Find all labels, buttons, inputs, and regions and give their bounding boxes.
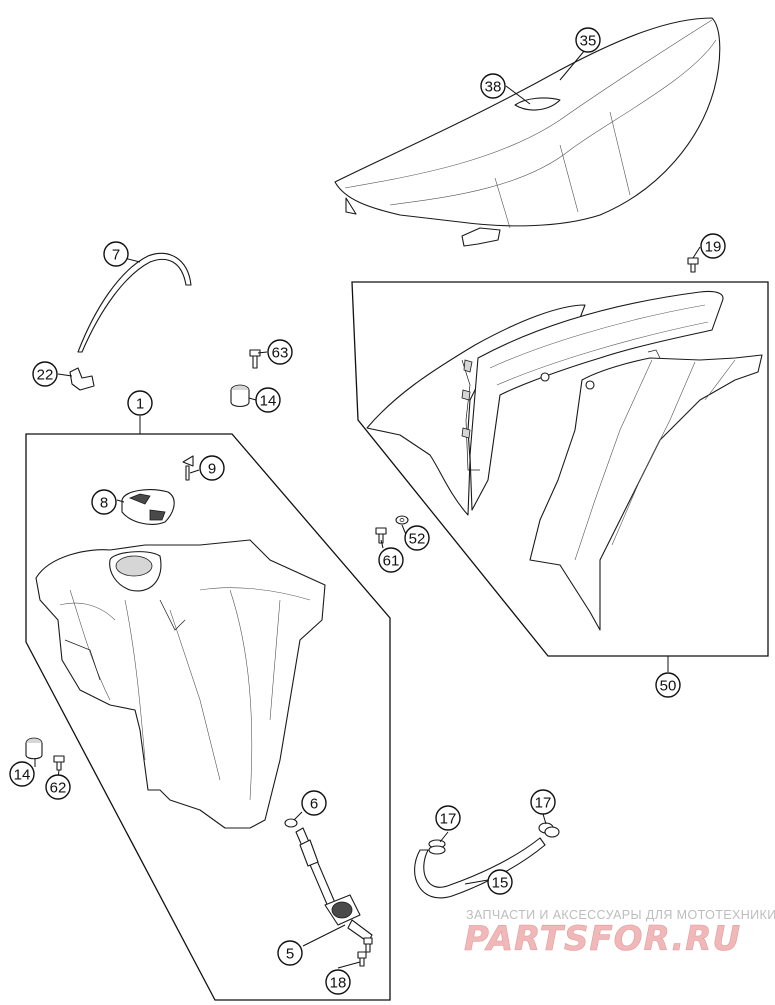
svg-text:61: 61 bbox=[383, 553, 400, 570]
callout-1: 1 bbox=[127, 390, 153, 416]
watermark-tagline: ЗАПЧАСТИ И АКСЕССУАРЫ ДЛЯ МОТОТЕХНИКИ bbox=[466, 908, 775, 922]
svg-text:17: 17 bbox=[535, 795, 552, 812]
callout-19: 19 bbox=[700, 233, 726, 259]
svg-text:18: 18 bbox=[330, 975, 347, 992]
svg-text:50: 50 bbox=[660, 678, 677, 695]
callout-22: 22 bbox=[32, 361, 58, 387]
callout-7: 7 bbox=[103, 241, 129, 267]
left-spoiler[interactable] bbox=[366, 290, 724, 516]
callout-17-right: 17 bbox=[530, 789, 556, 815]
screw-61[interactable] bbox=[375, 527, 387, 544]
fuel-tap[interactable] bbox=[295, 827, 373, 943]
callout-14-left: 14 bbox=[9, 761, 35, 787]
svg-text:14: 14 bbox=[14, 767, 31, 784]
o-ring-6[interactable] bbox=[284, 818, 298, 828]
hose-clamp-right[interactable] bbox=[538, 822, 560, 838]
callout-38: 38 bbox=[480, 73, 506, 99]
spoiler-set-frame-outline bbox=[351, 281, 769, 657]
callout-61: 61 bbox=[378, 547, 404, 573]
callout-52: 52 bbox=[404, 525, 430, 551]
callout-8: 8 bbox=[91, 489, 117, 515]
callout-18: 18 bbox=[325, 969, 351, 995]
callout-15: 15 bbox=[487, 869, 513, 895]
seat[interactable] bbox=[334, 17, 721, 247]
tank-cap[interactable] bbox=[121, 489, 175, 525]
callout-5: 5 bbox=[277, 940, 303, 966]
watermark-logo: PARTSFOR.RU bbox=[464, 919, 741, 959]
callout-6: 6 bbox=[301, 790, 327, 816]
rubber-bushing-14-top[interactable] bbox=[230, 384, 250, 408]
svg-text:15: 15 bbox=[492, 875, 509, 892]
svg-text:14: 14 bbox=[260, 393, 277, 410]
callout-9: 9 bbox=[199, 455, 225, 481]
hose-clamp-left[interactable] bbox=[428, 839, 446, 855]
callout-62: 62 bbox=[45, 774, 71, 800]
callout-14-top: 14 bbox=[255, 387, 281, 413]
right-spoiler[interactable] bbox=[529, 349, 763, 631]
svg-text:38: 38 bbox=[485, 79, 502, 96]
fuel-tank-group-frame bbox=[25, 433, 391, 1001]
svg-text:22: 22 bbox=[37, 367, 54, 384]
watermark: ЗАПЧАСТИ И АКСЕССУАРЫ ДЛЯ МОТОТЕХНИКИ PA… bbox=[464, 908, 775, 959]
svg-text:17: 17 bbox=[440, 811, 457, 828]
callout-17-left: 17 bbox=[435, 805, 461, 831]
svg-text:63: 63 bbox=[272, 345, 289, 362]
svg-text:35: 35 bbox=[580, 33, 597, 50]
cap-valve-screw[interactable] bbox=[182, 455, 194, 481]
fuel-tank[interactable] bbox=[35, 539, 326, 829]
svg-text:6: 6 bbox=[310, 796, 318, 813]
fuel-line[interactable] bbox=[414, 837, 546, 899]
screw-62[interactable] bbox=[53, 755, 65, 771]
hose-fitting[interactable] bbox=[69, 367, 95, 391]
screw-19[interactable] bbox=[687, 257, 699, 273]
callout-63: 63 bbox=[267, 339, 293, 365]
svg-text:52: 52 bbox=[409, 531, 426, 548]
svg-text:7: 7 bbox=[112, 247, 120, 264]
svg-text:8: 8 bbox=[100, 495, 108, 512]
svg-text:9: 9 bbox=[208, 461, 216, 478]
screw-18[interactable] bbox=[357, 937, 373, 967]
rubber-bushing-14-left[interactable] bbox=[25, 737, 43, 760]
svg-text:1: 1 bbox=[136, 396, 144, 413]
washer-52[interactable] bbox=[395, 515, 409, 525]
breather-hose[interactable] bbox=[77, 252, 192, 353]
svg-text:19: 19 bbox=[705, 239, 722, 256]
svg-text:5: 5 bbox=[286, 946, 294, 963]
callout-35: 35 bbox=[575, 27, 601, 53]
callout-50: 50 bbox=[655, 672, 681, 698]
svg-text:62: 62 bbox=[50, 780, 67, 797]
